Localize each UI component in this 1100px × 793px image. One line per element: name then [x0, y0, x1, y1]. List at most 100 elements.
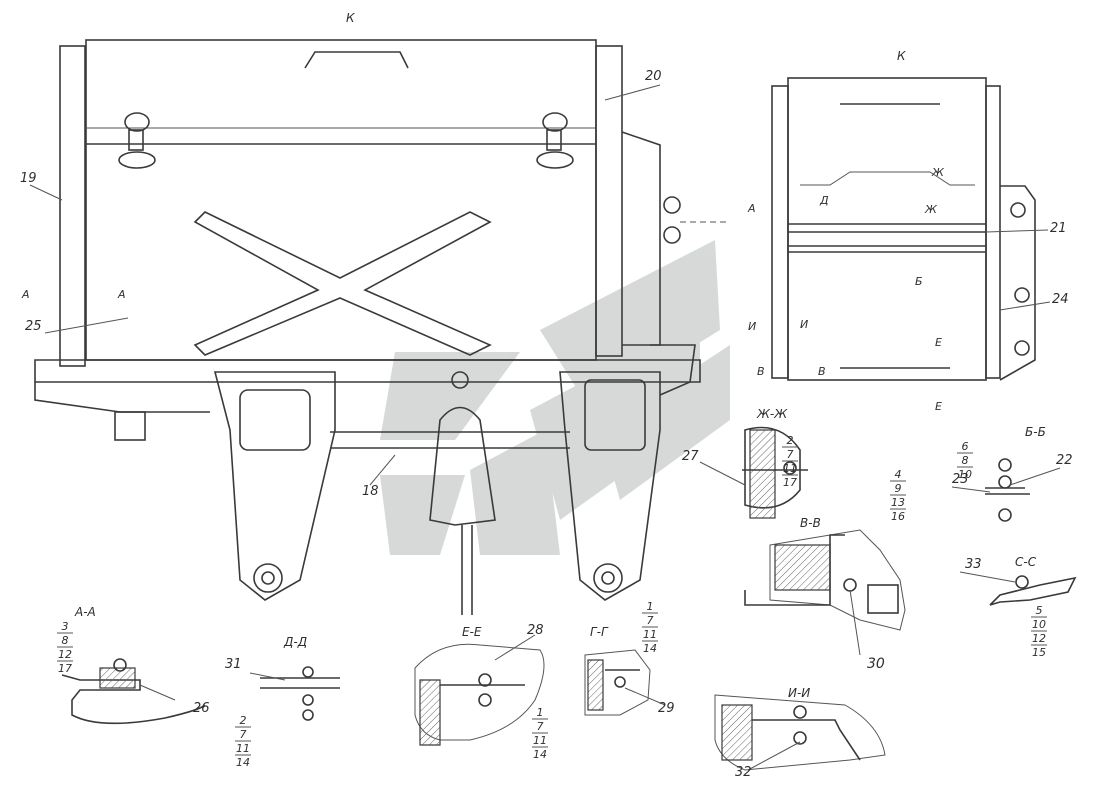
callout-numbers: 19 20 21 22 23 24 25 26 27 28 29 30 31 3… [20, 69, 1073, 780]
view-title-zh-zh: Ж-Ж [756, 407, 788, 421]
fastener-number: 8 [62, 634, 69, 647]
top-handle [304, 51, 409, 69]
tailgate-panel [85, 39, 597, 361]
callout-19: 19 [20, 171, 37, 186]
fastener-number: 11 [533, 734, 547, 747]
fastener-number: 4 [895, 468, 902, 481]
fastener-number: 12 [1032, 632, 1046, 645]
latch-left [118, 112, 156, 169]
section-v-v [744, 529, 906, 631]
fastener-number: 17 [783, 476, 797, 489]
section-d-d [260, 666, 340, 721]
section-e-e [414, 643, 545, 746]
fastener-number: 7 [537, 720, 544, 733]
callout-21: 21 [1050, 221, 1067, 236]
callout-29: 29 [658, 701, 675, 716]
main-front-view [34, 39, 730, 615]
fastener-number: 14 [643, 642, 657, 655]
center-hook [429, 371, 496, 615]
watermark-logo [380, 240, 730, 555]
callout-18: 18 [362, 484, 379, 499]
fastener-number: 7 [647, 614, 654, 627]
fastener-number: 8 [962, 454, 969, 467]
fastener-number: 7 [787, 448, 794, 461]
mark-e-bottom: Е [935, 400, 942, 413]
fastener-number: 6 [962, 440, 969, 453]
fastener-number: 3 [62, 620, 69, 633]
left-post [59, 45, 86, 367]
bracket-right [559, 371, 661, 601]
fastener-number: 11 [643, 628, 657, 641]
fastener-number: 13 [891, 496, 905, 509]
view-title-g-g: Г-Г [590, 625, 609, 639]
fastener-number: 17 [58, 662, 72, 675]
view-title-e-e: Е-Е [462, 625, 482, 639]
callout-31: 31 [225, 657, 242, 672]
fastener-number: 2 [240, 714, 247, 727]
fastener-number: 7 [240, 728, 247, 741]
fastener-number: 11 [783, 462, 797, 475]
bottom-frame [34, 359, 701, 383]
callout-26: 26 [193, 701, 210, 716]
view-title-a-a: А-А [74, 605, 96, 619]
leader-lines [29, 84, 1061, 771]
callout-20: 20 [645, 69, 662, 84]
section-g-g [584, 649, 651, 716]
view-title-k-side: К [897, 49, 906, 63]
callout-28: 28 [527, 623, 544, 638]
fastener-number: 10 [958, 468, 972, 481]
fastener-number: 1 [647, 600, 654, 613]
callout-23: 23 [952, 472, 969, 487]
mark-d-front: Д [819, 194, 829, 207]
fastener-number: 16 [891, 510, 905, 523]
view-title-i-i: И-И [788, 686, 810, 700]
view-title-d-d: Д-Д [283, 635, 307, 649]
callout-22: 22 [1056, 453, 1073, 468]
callout-25: 25 [25, 319, 42, 334]
fastener-stacks: 2711176810491316510121538121727111417111… [57, 434, 1047, 769]
mark-a-left2: А [117, 288, 126, 301]
mark-v-right: В [818, 365, 826, 378]
right-post [595, 45, 623, 357]
mark-a-left: А [21, 288, 30, 301]
view-title-b-b: Б-Б [1025, 425, 1046, 439]
fastener-number: 5 [1036, 604, 1043, 617]
mark-a-side: А [747, 202, 756, 215]
fastener-number: 11 [236, 742, 250, 755]
callout-33: 33 [965, 557, 982, 572]
fastener-number: 9 [895, 482, 902, 495]
callout-27: 27 [682, 449, 699, 464]
fastener-number: 14 [236, 756, 250, 769]
mark-i-right: И [800, 318, 808, 331]
fastener-number: 12 [58, 648, 72, 661]
fastener-number: 15 [1032, 646, 1046, 659]
section-s-s [989, 575, 1077, 606]
mark-zh-side2: Ж [924, 203, 938, 216]
view-titles: К К Ж-Ж Б-Б В-В С-С А-А Д-Д Е-Е Г-Г И-И [74, 11, 1046, 700]
fastener-number: 2 [787, 434, 794, 447]
mark-zh-side: Ж [931, 166, 945, 179]
bracket-left [213, 371, 336, 601]
fastener-number: 14 [533, 748, 547, 761]
view-title-k-top: К [346, 11, 355, 25]
mark-v-left: В [757, 365, 765, 378]
section-marks: А А Д Е Б И И В В Ж Ж А Е [21, 166, 945, 413]
mark-e-side: Е [935, 336, 942, 349]
fastener-number: 1 [537, 706, 544, 719]
mark-b-side: Б [915, 275, 923, 288]
section-b-b [985, 458, 1030, 522]
callout-32: 32 [735, 765, 752, 780]
view-title-s-s: С-С [1015, 555, 1037, 569]
section-a-a [61, 658, 206, 725]
latch-right [536, 112, 574, 169]
section-zh-zh [742, 426, 808, 519]
